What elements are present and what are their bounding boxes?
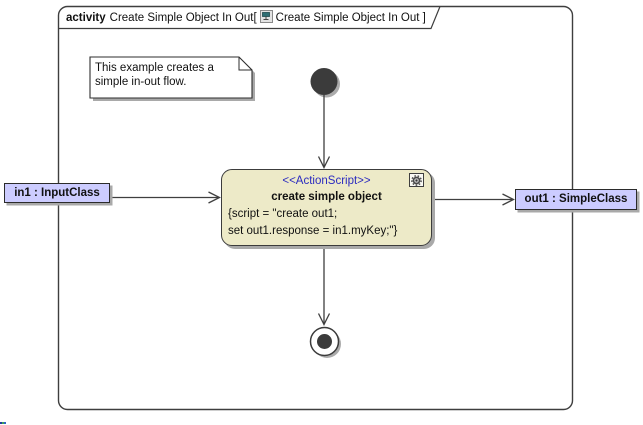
output-pin-out1[interactable]: out1 : SimpleClass [515, 189, 637, 210]
note-line: This example creates a [95, 62, 214, 74]
action-name: create simple object [271, 191, 382, 203]
action-stereotype: <<ActionScript>> [282, 175, 371, 187]
arrowhead-down-icon [317, 313, 331, 326]
action-node-create-simple-object[interactable]: <<ActionScript>> create simple object {s… [221, 169, 432, 246]
frame-keyword: activity [66, 12, 106, 24]
arrowhead-down-icon [317, 156, 331, 169]
action-script-line: set out1.response = in1.myKey;"} [228, 225, 398, 237]
note-line: simple in-out flow. [95, 76, 187, 88]
note-comment[interactable]: This example creates a simple in-out flo… [95, 61, 247, 89]
activity-final-node-core [317, 334, 332, 349]
frame-activity-name: Create Simple Object In Out[ [109, 12, 257, 24]
input-pin-in1[interactable]: in1 : InputClass [4, 183, 110, 203]
gear-icon [409, 173, 424, 187]
input-pin-label: in1 : InputClass [14, 187, 100, 199]
activity-diagram-icon [259, 10, 273, 23]
note-fold-corner [238, 57, 252, 71]
output-pin-label: out1 : SimpleClass [524, 193, 628, 205]
arrowhead-right-icon [208, 191, 221, 204]
initial-node[interactable] [310, 68, 338, 95]
frame-title-tab-outline[interactable] [58, 6, 441, 30]
note-shape[interactable] [89, 56, 253, 99]
action-script-line: {script = "create out1; [228, 208, 338, 220]
frame-diagram-ref: Create Simple Object In Out ] [275, 12, 426, 24]
arrowhead-right-icon [502, 193, 515, 206]
screen-artifact-dots [0, 422, 6, 424]
